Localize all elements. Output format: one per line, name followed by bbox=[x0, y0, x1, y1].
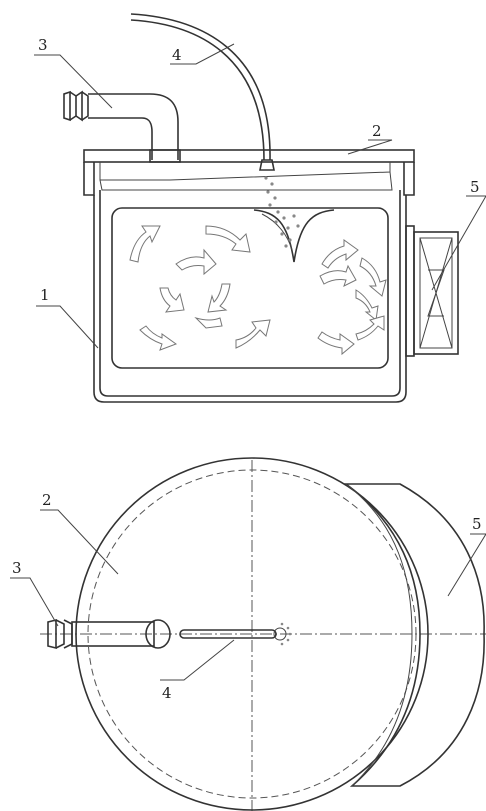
vessel bbox=[93, 190, 407, 403]
drive-unit-top bbox=[343, 483, 485, 787]
feed-nozzle bbox=[259, 159, 275, 171]
label-feed-tube-top: 4 bbox=[162, 684, 172, 702]
inlet-pipe-top bbox=[47, 618, 171, 650]
label-drive-unit-top: 5 bbox=[472, 515, 482, 533]
feed-tube-top bbox=[179, 622, 292, 646]
top-view: 2 3 4 5 bbox=[10, 457, 486, 811]
lid-inner-dashed bbox=[87, 469, 417, 799]
lid-outline bbox=[75, 457, 429, 811]
label-feed-tube: 4 bbox=[172, 46, 182, 64]
lid bbox=[83, 149, 415, 196]
label-inlet-pipe: 3 bbox=[38, 36, 48, 54]
label-drive-unit: 5 bbox=[470, 178, 480, 196]
particle-stream bbox=[264, 176, 300, 248]
label-inlet-pipe-top: 3 bbox=[12, 559, 22, 577]
drive-unit bbox=[405, 225, 459, 357]
side-view: 3 4 2 5 1 bbox=[34, 13, 486, 403]
flow-arrows bbox=[129, 225, 387, 356]
label-vessel: 1 bbox=[40, 286, 50, 304]
label-lid-top: 2 bbox=[42, 491, 52, 509]
inlet-pipe bbox=[63, 90, 181, 163]
label-lid: 2 bbox=[372, 122, 382, 140]
